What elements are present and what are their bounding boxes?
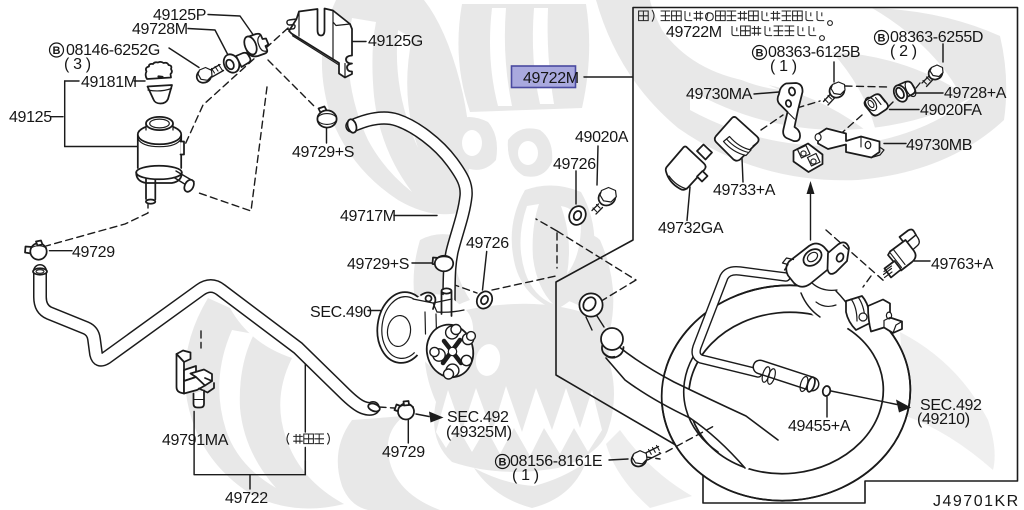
svg-text:B: B <box>499 457 507 469</box>
svg-text:49733+A: 49733+A <box>713 182 776 199</box>
svg-text:49728M: 49728M <box>132 21 188 38</box>
svg-text:B: B <box>756 48 764 60</box>
svg-text:08363-6125B: 08363-6125B <box>768 44 860 61</box>
svg-text:49730MA: 49730MA <box>686 86 753 103</box>
svg-text:49722M: 49722M <box>666 24 722 41</box>
svg-text:49726: 49726 <box>466 235 509 252</box>
svg-text:( 1 ): ( 1 ) <box>770 58 797 75</box>
svg-text:49729+S: 49729+S <box>292 144 354 161</box>
svg-text:49729: 49729 <box>72 244 115 261</box>
svg-text:08146-6252G: 08146-6252G <box>66 42 160 59</box>
svg-text:49722: 49722 <box>225 490 268 507</box>
svg-text:49020FA: 49020FA <box>920 102 982 119</box>
svg-text:( 2 ): ( 2 ) <box>890 43 917 60</box>
svg-text:08363-6255D: 08363-6255D <box>890 29 983 46</box>
svg-text:49729+S: 49729+S <box>347 256 409 273</box>
svg-text:( 3 ): ( 3 ) <box>64 56 91 73</box>
svg-text:49730MB: 49730MB <box>906 137 972 154</box>
svg-text:49125P: 49125P <box>153 7 206 24</box>
svg-text:49732GA: 49732GA <box>658 220 724 237</box>
svg-text:49722M: 49722M <box>523 70 579 87</box>
svg-text:B: B <box>878 33 886 45</box>
svg-text:49717M: 49717M <box>340 208 396 225</box>
svg-text:49791MA: 49791MA <box>162 432 229 449</box>
svg-text:(49325M): (49325M) <box>446 424 512 441</box>
svg-text:( 1 ): ( 1 ) <box>512 467 539 484</box>
svg-text:49455+A: 49455+A <box>788 418 851 435</box>
svg-text:49726: 49726 <box>553 156 596 173</box>
svg-text:J49701KR: J49701KR <box>933 493 1020 510</box>
svg-text:49125G: 49125G <box>368 33 423 50</box>
svg-text:SEC.490: SEC.490 <box>310 304 372 321</box>
svg-text:49181M: 49181M <box>81 74 137 91</box>
svg-text:SEC.492: SEC.492 <box>920 397 982 414</box>
svg-text:49125: 49125 <box>9 109 52 126</box>
svg-text:08156-8161E: 08156-8161E <box>510 453 602 470</box>
svg-text:(49210): (49210) <box>917 411 970 428</box>
svg-text:49763+A: 49763+A <box>931 256 994 273</box>
svg-text:B: B <box>53 45 61 57</box>
svg-text:49729: 49729 <box>382 444 425 461</box>
svg-text:49728+A: 49728+A <box>944 85 1007 102</box>
svg-text:49020A: 49020A <box>575 129 629 146</box>
svg-text:SEC.492: SEC.492 <box>447 409 509 426</box>
